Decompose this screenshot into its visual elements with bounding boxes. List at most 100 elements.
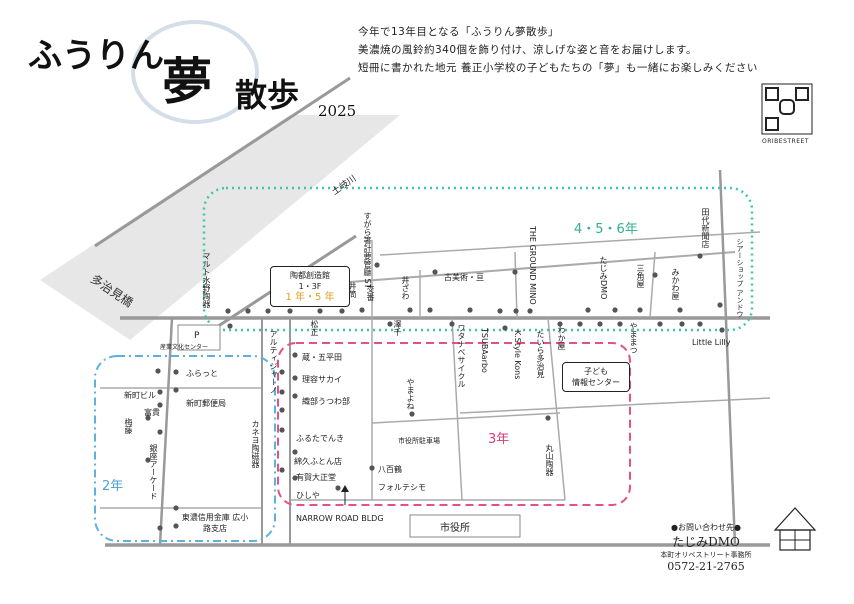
upper-street-2	[379, 231, 761, 256]
label-kaneyo: カネヨ陶磁器	[251, 420, 260, 468]
shop-dot	[407, 307, 413, 313]
v-street-1	[158, 317, 174, 546]
intro-line-1: 今年で13年目となる「ふうりん夢散歩」	[358, 26, 560, 38]
label-tashiro: 田代新聞店	[701, 208, 710, 248]
label-fortissimo: フォルテシモ	[378, 483, 426, 492]
shop-dot	[279, 407, 285, 413]
label-the-ground: THE GROUND MINO	[528, 226, 537, 305]
shop-dot	[467, 307, 473, 313]
label-koban: 交番	[366, 285, 375, 301]
kids-line2: 情報センター	[572, 378, 620, 387]
label-watanabe: ワタナベサイクル	[457, 324, 466, 388]
shop-dot	[449, 321, 455, 327]
shop-dot	[497, 308, 503, 314]
shop-dot	[577, 321, 583, 327]
upper-street	[349, 251, 736, 283]
shop-dot	[292, 449, 298, 455]
contact-heading: ●お問い合わせ先●	[671, 523, 741, 532]
shop-dot	[245, 308, 251, 314]
shop-dot	[155, 368, 161, 374]
title-block: ふうりん 夢 散歩 2025	[0, 0, 360, 130]
shop-dot	[679, 321, 685, 327]
shop-dot	[359, 307, 365, 313]
label-maruyama: 丸山陶器	[545, 444, 554, 476]
label-baito: 梅藤	[124, 418, 133, 434]
label-artigiano: アルティジャーノ	[269, 330, 278, 394]
oribe-logo	[773, 507, 817, 551]
shop-dot	[409, 411, 415, 417]
intro-line-3: 短冊に書かれた地元 養正小学校の子どもたちの「夢」も一緒にお楽しみください	[358, 62, 758, 74]
zone-upper-label: 4・5・6年	[574, 222, 638, 237]
shop-dot	[374, 262, 380, 268]
qr-code	[761, 83, 813, 135]
label-matsusho: 松正	[310, 320, 319, 336]
shop-dot	[657, 321, 663, 327]
label-shinmachi-bldg: 新町ビル	[124, 391, 156, 400]
shop-dot	[287, 308, 293, 314]
shop-dot	[432, 269, 438, 275]
label-fuki: 富貴	[144, 408, 160, 417]
shop-dot	[697, 321, 703, 327]
parking-label: P	[194, 331, 200, 341]
shop-dot	[279, 427, 285, 433]
shop-dot	[557, 321, 563, 327]
shop-dot	[512, 269, 518, 275]
shop-dot	[227, 323, 233, 329]
zone-west-label: 2年	[102, 479, 124, 494]
contact-block: ●お問い合わせ先● たじみDMO 本町オリベストリート事務所 0572-21-2…	[646, 522, 766, 573]
label-izutsu: 井筒	[348, 282, 357, 298]
shop-dot	[157, 389, 163, 395]
label-furuta-denki: ふるたでんき	[296, 434, 344, 443]
shop-dot	[719, 327, 725, 333]
title-year: 2025	[318, 102, 357, 120]
label-kura-gohei: 蔵・五平田	[302, 353, 342, 362]
v-street-7	[547, 317, 566, 501]
label-kstyle: K.Style Kons	[513, 330, 522, 380]
arrow-head	[341, 485, 349, 492]
instagram-icon	[779, 99, 795, 115]
shop-dot	[335, 485, 341, 491]
river-band	[40, 115, 400, 340]
shop-dot	[545, 415, 551, 421]
shop-dot	[279, 467, 285, 473]
label-mikawaya: みかわ屋	[671, 268, 680, 300]
narrow-road-label: NARROW ROAD BLDG	[296, 514, 384, 523]
shop-dot	[585, 307, 591, 313]
shop-dot	[369, 465, 375, 471]
parking-block	[177, 324, 221, 351]
contact-office: 本町オリベストリート事務所	[660, 551, 752, 559]
shop-dot	[427, 307, 433, 313]
shop-dot	[145, 457, 151, 463]
shop-dot	[292, 375, 298, 381]
city-hall-block	[409, 514, 521, 538]
shop-dots	[145, 253, 725, 531]
label-izawa: 井ざわ	[401, 276, 410, 300]
kids-line1: 子ども	[584, 367, 608, 376]
zone-south-outline	[277, 342, 631, 506]
title-part1: ふうりん	[28, 36, 164, 76]
shop-dot	[612, 307, 618, 313]
label-tajimi-dmo: たじみDMO	[599, 256, 608, 300]
shop-dot	[652, 272, 658, 278]
shop-dot	[339, 308, 345, 314]
shop-dot	[157, 525, 163, 531]
label-ginza-arcade: 銀座アーケード	[149, 444, 158, 500]
label-ariga: 有賀大正堂	[296, 473, 336, 482]
shop-dot	[513, 308, 519, 314]
road-diagonal	[94, 76, 351, 248]
title-part2: 夢	[162, 52, 212, 111]
label-kobijutsu: 古美術・亘	[444, 273, 484, 282]
label-tsuba: TSUBAarbo	[480, 328, 489, 373]
shop-dot	[157, 429, 163, 435]
qr-caption: ORIBESTREET	[762, 138, 809, 145]
shop-dot	[157, 402, 163, 408]
hall-box: 陶都創造館 1・3F 1 年・5 年	[270, 266, 350, 307]
shop-dot	[279, 389, 285, 395]
city-hall-label: 市役所	[440, 523, 470, 534]
hall-zone-label: 1 年・5 年	[285, 292, 335, 303]
v-street-10	[718, 169, 737, 546]
label-hishiya: ひしや	[296, 491, 320, 500]
zone-upper-outline	[202, 186, 754, 332]
label-taira: たいら多治見	[536, 330, 545, 378]
zone-west-outline	[94, 355, 276, 542]
